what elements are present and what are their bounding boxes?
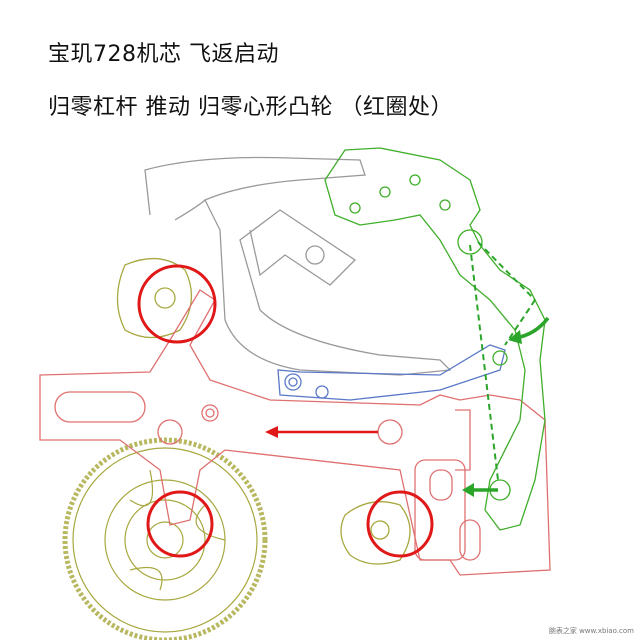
heart-cam-upper (116, 257, 193, 339)
watermark: 腕表之家 www.xbiao.com (548, 627, 634, 635)
green-dashed-path (469, 241, 536, 481)
title-line-2: 归零杠杆 推动 归零心形凸轮 （红圈处） (48, 95, 453, 120)
highlight-circle-lower-right (366, 490, 434, 558)
highlight-circle-upper (137, 264, 217, 344)
gear-wheel (62, 437, 268, 640)
green-arrow-left (462, 483, 498, 497)
title-line-1: 宝玑728机芯 飞返启动 (48, 42, 279, 67)
gray-lever (144, 156, 452, 376)
heart-cam-lower (340, 501, 411, 565)
highlight-circles (137, 264, 434, 558)
green-lever (324, 147, 546, 531)
highlight-circle-lower-left (146, 490, 214, 558)
blue-lever (277, 344, 506, 401)
green-arrow-curved (508, 316, 550, 344)
red-arrow-left (265, 426, 378, 438)
